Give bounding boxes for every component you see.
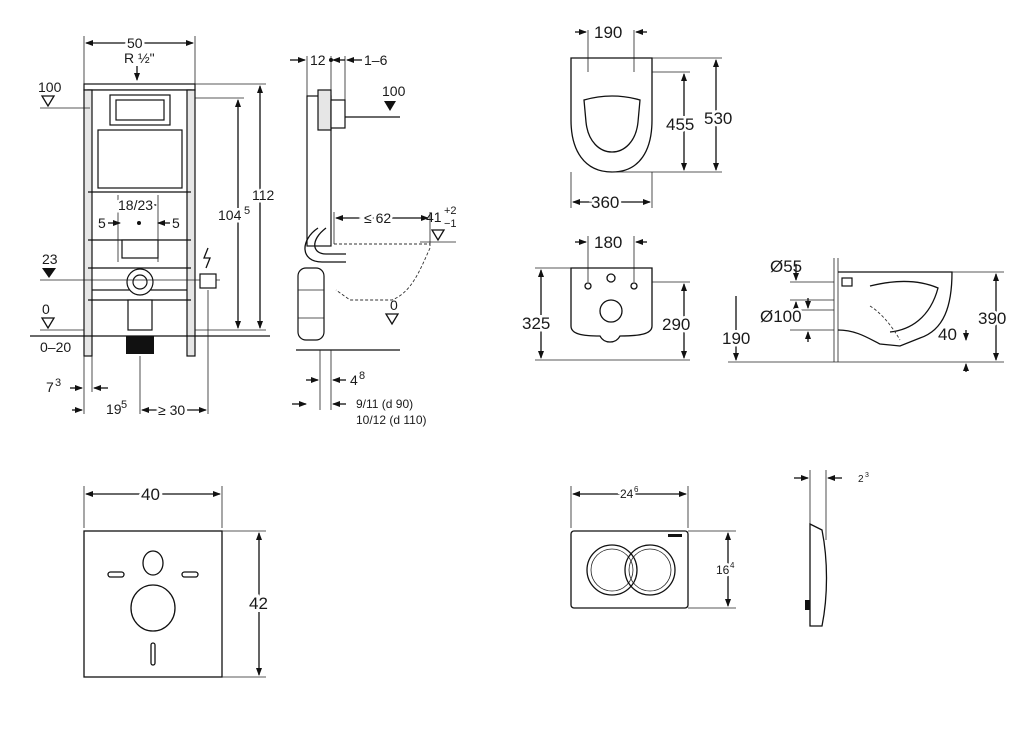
bowl-seat-opening bbox=[583, 95, 641, 153]
frame-side-view: 12 1–6 100 ≤ 62 41 +2 −1 0 4 8 bbox=[290, 52, 457, 427]
bowl-height-390-label: 390 bbox=[978, 309, 1006, 328]
frame-width-label: 50 bbox=[127, 35, 143, 51]
side-seat-tol-minus: −1 bbox=[444, 218, 457, 230]
right-offset-label: 5 bbox=[172, 215, 180, 231]
min-clearance-label: ≥ 30 bbox=[158, 402, 185, 418]
floor-range-label: 0–20 bbox=[40, 339, 71, 355]
insulation-mat-view: 40 42 bbox=[83, 482, 271, 678]
bowl-side-view: Ø55 Ø100 190 390 40 bbox=[720, 257, 1009, 372]
bowl-depth-455-label: 455 bbox=[666, 115, 694, 134]
plate-height-label: 16 bbox=[716, 563, 730, 577]
frame-right-leg bbox=[186, 89, 196, 357]
side-dim-4-sup: 8 bbox=[359, 370, 365, 382]
side-seat-height-label: 41 bbox=[426, 209, 442, 225]
side-bowl-outline bbox=[334, 243, 431, 301]
bowl-height-190-label: 190 bbox=[722, 329, 750, 348]
side-level-0-label: 0 bbox=[390, 297, 398, 313]
flush-button-small[interactable] bbox=[586, 544, 638, 596]
flush-plate-view: 24 6 16 4 2 3 bbox=[570, 470, 869, 627]
dim-19-label: 19 bbox=[106, 401, 122, 417]
plate-depth-sup: 3 bbox=[865, 472, 869, 479]
flush-button-large[interactable] bbox=[624, 544, 676, 596]
bowl-dia-55-label: Ø55 bbox=[770, 257, 802, 276]
frame-left-leg bbox=[83, 89, 93, 357]
dim-19-sup: 5 bbox=[121, 399, 127, 411]
side-pipe-size-1: 9/11 (d 90) bbox=[356, 397, 413, 411]
side-pipe-size-2: 10/12 (d 110) bbox=[356, 413, 427, 427]
side-actuator bbox=[330, 99, 346, 129]
thread-label: R ½" bbox=[124, 50, 155, 66]
dim-7-sup: 3 bbox=[55, 377, 61, 389]
plate-side-profile bbox=[809, 522, 828, 627]
bowl-height-325-label: 325 bbox=[522, 314, 550, 333]
left-offset-label: 5 bbox=[98, 215, 106, 231]
bowl-height-290-label: 290 bbox=[662, 315, 690, 334]
frame-height-104-label: 104 bbox=[218, 207, 242, 223]
bowl-front-width-180-label: 180 bbox=[594, 233, 622, 252]
bowl-front-view: 180 325 290 bbox=[520, 233, 693, 361]
flush-pipe bbox=[304, 227, 346, 263]
plate-width-sup: 6 bbox=[634, 485, 639, 494]
plate-height-sup: 4 bbox=[730, 561, 735, 570]
level-marker-icon bbox=[40, 95, 56, 108]
frame-front-view: 50 R ½" 18/23 5 5 100 bbox=[30, 33, 277, 421]
bowl-width-360-label: 360 bbox=[591, 193, 619, 212]
side-dim-12-label: 12 bbox=[310, 52, 326, 68]
dim-7-label: 7 bbox=[46, 379, 54, 395]
bowl-side-outline bbox=[837, 271, 953, 347]
bowl-front-outline bbox=[570, 267, 653, 343]
cistern bbox=[97, 129, 183, 189]
side-dim-4-label: 4 bbox=[350, 372, 358, 388]
side-level-100-label: 100 bbox=[382, 83, 406, 99]
frame-height-104-sup: 5 bbox=[244, 205, 250, 217]
frame-level-23-label: 23 bbox=[42, 251, 58, 267]
bowl-top-view: 190 455 530 360 bbox=[570, 23, 735, 215]
frame-level-100-label: 100 bbox=[38, 79, 62, 95]
frame-level-0-label: 0 bbox=[42, 301, 50, 317]
frame-height-112-label: 112 bbox=[252, 187, 275, 203]
plate-depth-label: 2 bbox=[858, 474, 864, 485]
pipe-spacing-label: 18/23 bbox=[118, 197, 153, 213]
bowl-dia-100-label: Ø100 bbox=[760, 307, 802, 326]
electrical-socket-icon bbox=[199, 273, 217, 289]
bowl-dim-40-label: 40 bbox=[938, 325, 957, 344]
level-marker-filled-icon bbox=[42, 268, 56, 278]
plate-width-label: 24 bbox=[620, 487, 634, 501]
bowl-depth-530-label: 530 bbox=[704, 109, 732, 128]
side-seat-tol-plus: +2 bbox=[444, 205, 457, 217]
electric-bolt-icon bbox=[203, 247, 211, 269]
drain-pipe bbox=[297, 267, 325, 341]
side-bowl-depth-label: ≤ 62 bbox=[364, 210, 391, 226]
side-dim-1-6-label: 1–6 bbox=[364, 52, 388, 68]
bowl-top-outline bbox=[570, 57, 653, 173]
bowl-top-width-190-label: 190 bbox=[594, 23, 622, 42]
mat-width-label: 40 bbox=[141, 485, 160, 504]
insulation-mat bbox=[83, 530, 223, 678]
mat-height-label: 42 bbox=[249, 594, 268, 613]
flush-plate[interactable] bbox=[570, 530, 689, 609]
